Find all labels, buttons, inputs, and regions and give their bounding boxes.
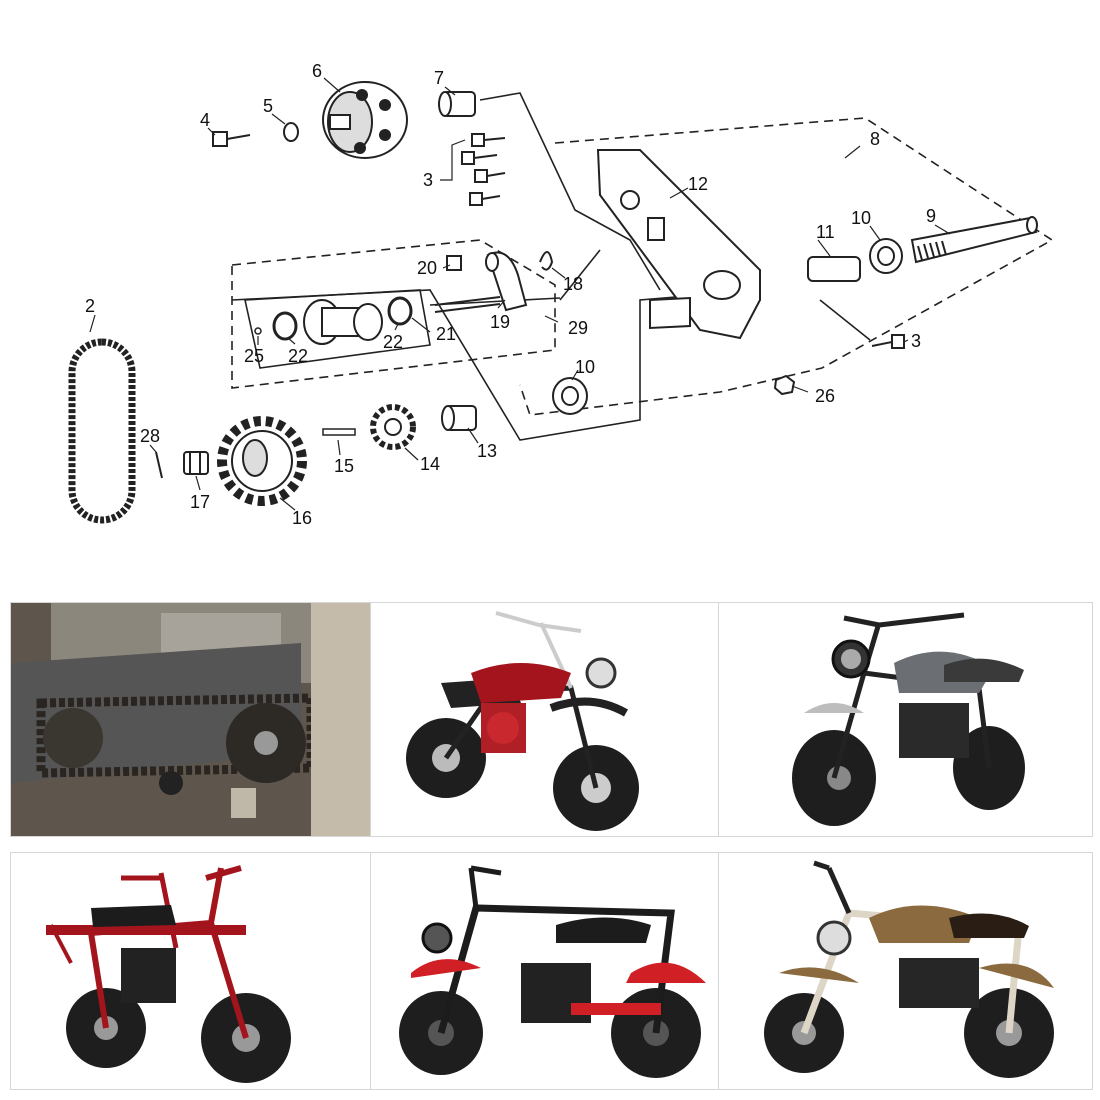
nut-part-26	[773, 374, 796, 396]
callout-6: 6	[312, 61, 322, 81]
chain-part-2	[68, 338, 136, 524]
callout-22-left: 22	[288, 346, 308, 366]
gray-minibike-front	[718, 602, 1093, 837]
key-part-15	[322, 428, 356, 436]
callout-21: 21	[436, 324, 456, 344]
tensioner-arm-part-19	[434, 251, 528, 313]
clip-part-25	[254, 327, 262, 335]
bearing-part-22-right	[387, 296, 413, 326]
callout-13: 13	[477, 441, 497, 461]
callout-15: 15	[334, 456, 354, 476]
callout-18: 18	[563, 274, 583, 294]
bearing-part-10-lower	[552, 377, 588, 415]
callout-4: 4	[200, 110, 210, 130]
clutch-drum-part-6	[322, 81, 408, 159]
callout-26: 26	[815, 386, 835, 406]
callout-20: 20	[417, 258, 437, 278]
assembly-line-7	[479, 92, 661, 291]
callout-19: 19	[490, 312, 510, 332]
bearing-part-22-left	[272, 311, 298, 341]
callout-8: 8	[870, 129, 880, 149]
callout-14: 14	[420, 454, 440, 474]
callout-11: 11	[816, 222, 835, 242]
cotter-pin-part-28	[155, 451, 163, 479]
red-minibike-side	[370, 602, 736, 837]
shaft-part-9	[910, 216, 1038, 264]
washer-part-5	[283, 122, 299, 142]
bearing-part-10-upper	[869, 238, 903, 274]
bolt-part-3-lower	[871, 334, 905, 349]
callout-2: 2	[85, 296, 95, 316]
spacer-part-11	[807, 256, 861, 282]
sprocket-part-14	[370, 404, 416, 450]
mounting-plate-part-12	[596, 149, 761, 340]
bushing-part-13	[441, 405, 477, 431]
camo-minibike	[718, 852, 1093, 1090]
exploded-parts-diagram: 2 4 5 6 7 3 8 12 11 10 9 20 18 19 21 29 …	[68, 61, 1054, 528]
callout-12: 12	[688, 174, 708, 194]
callout-16: 16	[292, 508, 312, 528]
castle-nut-part-17	[183, 451, 209, 475]
callout-3-upper: 3	[423, 170, 433, 190]
bolt-part-4	[212, 131, 251, 147]
callout-3-lower: 3	[911, 331, 921, 351]
callout-17: 17	[190, 492, 210, 512]
roller-part-21	[303, 299, 383, 345]
sprocket-part-16	[217, 416, 307, 506]
callout-29: 29	[568, 318, 588, 338]
spring-part-18	[539, 251, 554, 271]
callout-25: 25	[244, 346, 264, 366]
dashed-group-8-outline	[519, 117, 1054, 416]
black-red-minibike	[370, 852, 736, 1090]
bushing-part-7	[438, 91, 476, 117]
callout-7: 7	[434, 68, 444, 88]
callout-10-upper: 10	[851, 208, 871, 228]
group-21-outline	[244, 289, 431, 369]
callout-10-lower: 10	[575, 357, 595, 377]
callout-22-right: 22	[383, 332, 403, 352]
nut-part-20	[446, 255, 462, 271]
red-frame-minibike-rack	[10, 852, 383, 1090]
installed-drive-photo	[10, 602, 383, 837]
callout-28: 28	[140, 426, 160, 446]
callout-9: 9	[926, 206, 936, 226]
callout-5: 5	[263, 96, 273, 116]
bolts-part-3	[461, 133, 506, 206]
